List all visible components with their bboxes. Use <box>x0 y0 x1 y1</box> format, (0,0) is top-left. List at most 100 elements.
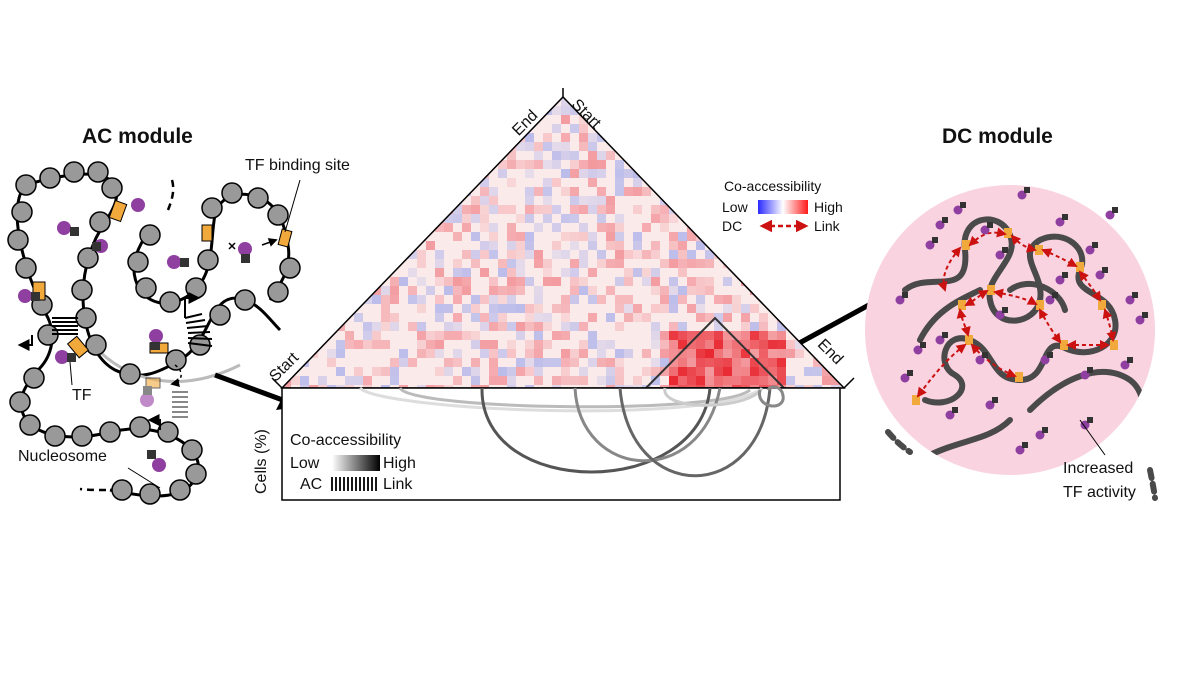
heatmap-cell <box>705 358 714 367</box>
heatmap-cell <box>489 97 498 106</box>
heatmap-cell <box>705 187 714 196</box>
heatmap-cell <box>300 376 309 385</box>
heatmap-cell <box>372 232 381 241</box>
heatmap-cell <box>633 385 642 388</box>
heatmap-cell <box>480 214 489 223</box>
heatmap-cell <box>327 142 336 151</box>
heatmap-cell <box>426 97 435 106</box>
heatmap-cell <box>381 133 390 142</box>
heatmap-cell <box>417 340 426 349</box>
heatmap-cell <box>444 322 453 331</box>
heatmap-cell <box>696 313 705 322</box>
heatmap-cell <box>543 259 552 268</box>
heatmap-cell <box>453 187 462 196</box>
nucleosome-bead <box>157 421 179 443</box>
heatmap-cell <box>408 295 417 304</box>
tf-binding-site-label: TF binding site <box>245 157 350 174</box>
heatmap-cell <box>561 115 570 124</box>
heatmap-cell <box>462 268 471 277</box>
heatmap-cell <box>714 376 723 385</box>
heatmap-cell <box>615 295 624 304</box>
heatmap-cell <box>408 250 417 259</box>
tf-binding-sites <box>32 199 293 389</box>
heatmap-cell <box>282 97 291 106</box>
dc-tf-square <box>1024 187 1030 193</box>
heatmap-cell <box>354 124 363 133</box>
heatmap-cell <box>795 214 804 223</box>
heatmap-cell <box>633 187 642 196</box>
heatmap-cell <box>507 376 516 385</box>
heatmap-cell <box>624 97 633 106</box>
heatmap-cell <box>561 304 570 313</box>
heatmap-cell <box>696 223 705 232</box>
heatmap-cell <box>660 133 669 142</box>
heatmap-cell <box>732 331 741 340</box>
heatmap-cell <box>561 250 570 259</box>
heatmap-cell <box>633 250 642 259</box>
heatmap-cell <box>525 250 534 259</box>
heatmap-cell <box>534 340 543 349</box>
heatmap-cell <box>651 331 660 340</box>
heatmap-cell <box>552 385 561 388</box>
heatmap-cell <box>741 313 750 322</box>
heatmap-cell <box>795 349 804 358</box>
heatmap-cell <box>336 268 345 277</box>
heatmap-cell <box>309 214 318 223</box>
heatmap-cell <box>732 376 741 385</box>
heatmap-cell <box>489 277 498 286</box>
heatmap-cell <box>831 115 840 124</box>
heatmap-cell <box>840 214 844 223</box>
heatmap-cell <box>687 358 696 367</box>
heatmap-cell <box>282 142 291 151</box>
heatmap-cell <box>723 304 732 313</box>
heatmap-cell <box>768 241 777 250</box>
heatmap-cell <box>498 313 507 322</box>
heatmap-cell <box>534 142 543 151</box>
heatmap-cell <box>534 358 543 367</box>
heatmap-cell <box>705 349 714 358</box>
heatmap-cell <box>327 115 336 124</box>
heatmap-cell <box>795 286 804 295</box>
heatmap-cell <box>498 268 507 277</box>
heatmap-cell <box>453 268 462 277</box>
heatmap-cell <box>786 232 795 241</box>
heatmap-cell <box>696 214 705 223</box>
heatmap-cell <box>462 331 471 340</box>
heatmap-cell <box>696 277 705 286</box>
heatmap-cell <box>417 259 426 268</box>
heatmap-cell <box>678 340 687 349</box>
heatmap-cell <box>840 367 844 376</box>
heatmap-cell <box>696 106 705 115</box>
heatmap-cell <box>552 223 561 232</box>
dc-tf-square <box>1132 292 1138 298</box>
heatmap-cell <box>750 358 759 367</box>
heatmap-cell <box>804 322 813 331</box>
heatmap-cell <box>381 340 390 349</box>
heatmap-cell <box>786 268 795 277</box>
heatmap-cell <box>552 178 561 187</box>
heatmap-cell <box>786 124 795 133</box>
heatmap-cell <box>552 106 561 115</box>
heatmap-cell <box>399 169 408 178</box>
heatmap-cell <box>669 259 678 268</box>
nucleosome-bead <box>209 304 231 326</box>
heatmap-cell <box>642 97 651 106</box>
heatmap-cell <box>633 241 642 250</box>
link-track <box>281 385 841 501</box>
heatmap-cell <box>750 142 759 151</box>
nucleosome-bead <box>267 204 289 226</box>
heatmap-cell <box>633 124 642 133</box>
heatmap-cell <box>525 97 534 106</box>
heatmap-cell <box>462 160 471 169</box>
nucleosome-bead <box>15 257 37 279</box>
heatmap-cell <box>831 97 840 106</box>
heatmap-cell <box>831 169 840 178</box>
dc-tf-square <box>1092 242 1098 248</box>
heatmap-cell <box>588 142 597 151</box>
heatmap-cell <box>579 277 588 286</box>
heatmap-cell <box>318 214 327 223</box>
heatmap-cell <box>309 340 318 349</box>
heatmap-cell <box>381 250 390 259</box>
heatmap-cell <box>354 286 363 295</box>
heatmap-cell <box>750 124 759 133</box>
